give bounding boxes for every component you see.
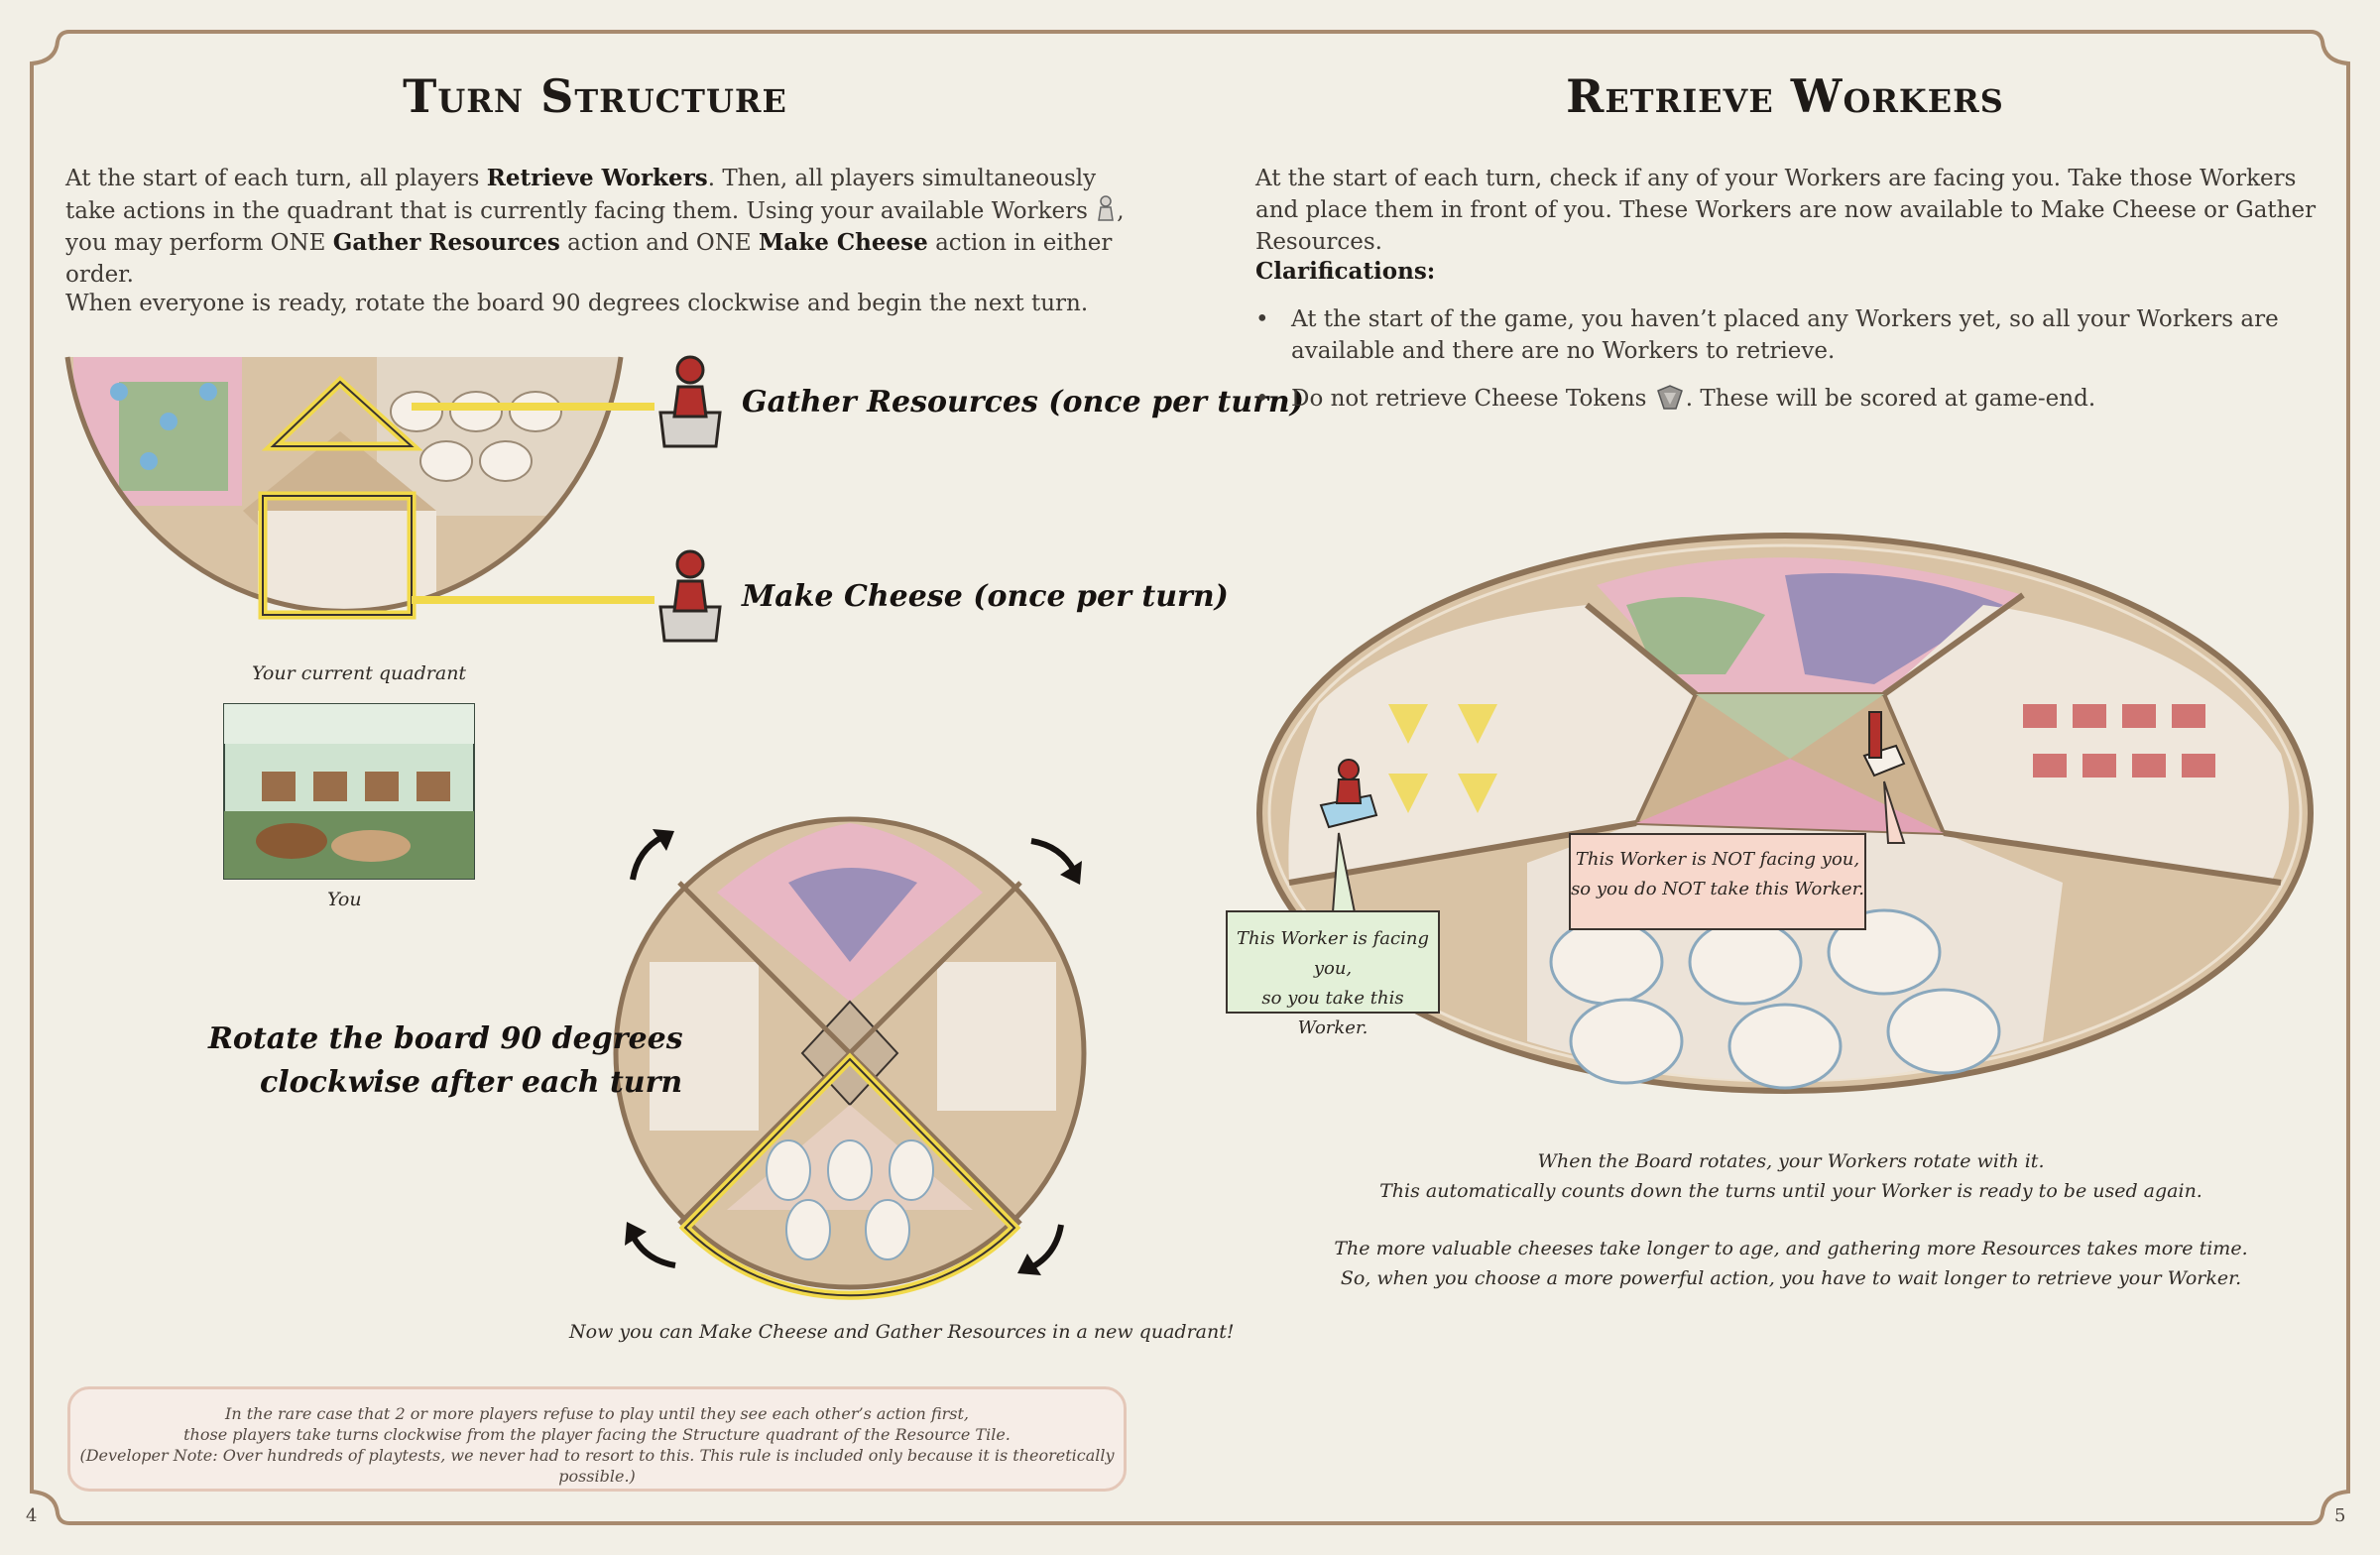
clarifications-list: •At the start of the game, you haven’t p… — [1255, 303, 2326, 430]
retrieve-workers-bold: Retrieve Workers — [486, 165, 708, 191]
gather-resources-worker-icon — [658, 355, 722, 448]
worker-not-facing-callout: This Worker is NOT facing you, so you do… — [1569, 833, 1866, 930]
new-quadrant-caption: Now you can Make Cheese and Gather Resou… — [569, 1321, 1235, 1343]
note-line-1: In the rare case that 2 or more players … — [225, 1404, 969, 1423]
worker-facing-icon — [1319, 759, 1378, 829]
rotate-board-paragraph: When everyone is ready, rotate the board… — [65, 291, 1089, 316]
board-rotation-caption: When the Board rotates, your Workers rot… — [1379, 1150, 2202, 1202]
note-line-2: those players take turns clockwise from … — [183, 1425, 1011, 1444]
note-line-3: (Developer Note: Over hundreds of playte… — [79, 1446, 1115, 1486]
perspective-board-illustration — [1256, 533, 2314, 1094]
clarifications-heading: Clarifications: — [1255, 258, 1436, 285]
rare-case-note-box: In the rare case that 2 or more players … — [67, 1386, 1127, 1492]
retrieve-workers-title: Retrieve Workers — [1566, 69, 2004, 123]
clarification-bullet-2: •Do not retrieve Cheese Tokens . These w… — [1255, 383, 2326, 415]
gather-resources-label: Gather Resources (once per turn) — [742, 385, 1304, 419]
cheese-token-icon — [1656, 385, 1683, 410]
current-quadrant-caption: Your current quadrant — [252, 662, 467, 684]
worker-facing-callout: This Worker is facing you, so you take t… — [1226, 910, 1440, 1038]
rotate-arrow-icon — [625, 1222, 676, 1268]
page-number-right: 5 — [2334, 1505, 2346, 1526]
make-cheese-worker-icon — [658, 549, 722, 643]
rotate-arrow-icon — [630, 829, 674, 881]
turn-structure-paragraph: At the start of each turn, all players R… — [65, 165, 1125, 288]
worker-not-facing-icon — [1862, 711, 1906, 778]
you-caption: You — [327, 889, 362, 910]
rotate-instruction-line2: clockwise after each turn — [260, 1065, 683, 1100]
rotate-arrow-icon — [1030, 838, 1082, 885]
player-mat-illustration — [223, 703, 475, 880]
make-cheese-label: Make Cheese (once per turn) — [742, 579, 1229, 614]
current-quadrant-board — [64, 356, 654, 620]
clarification-bullet-1: •At the start of the game, you haven’t p… — [1255, 306, 2279, 364]
rotating-board-illustration — [613, 816, 1087, 1300]
rotate-instruction-line1: Rotate the board 90 degrees — [208, 1021, 683, 1056]
page-number-left: 4 — [26, 1505, 38, 1526]
powerful-action-caption: The more valuable cheeses take longer to… — [1334, 1238, 2248, 1289]
retrieve-workers-paragraph: At the start of each turn, check if any … — [1255, 166, 2317, 255]
turn-structure-title: Turn Structure — [403, 69, 787, 123]
worker-icon — [1098, 195, 1115, 221]
rotate-arrow-icon — [1017, 1224, 1064, 1275]
